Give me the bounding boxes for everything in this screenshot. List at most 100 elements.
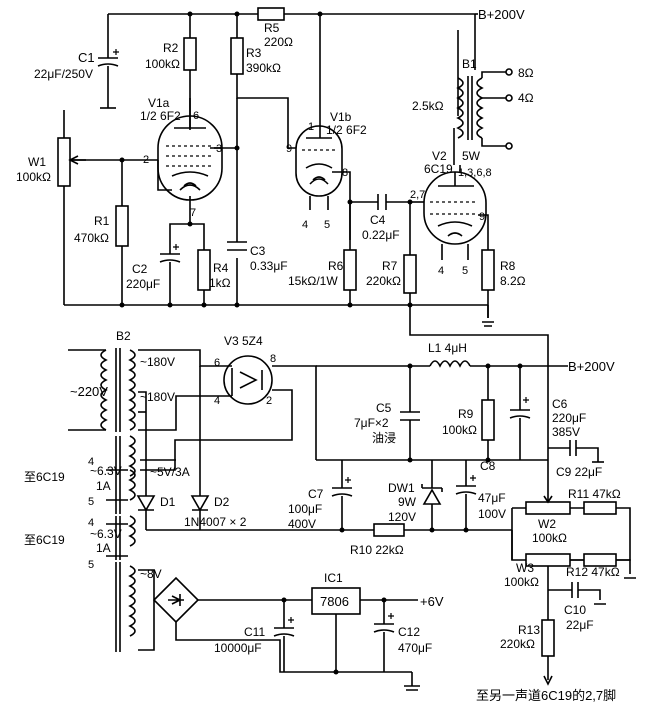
b1-power: 5W bbox=[462, 149, 481, 163]
v1a-pin3: 3 bbox=[216, 143, 222, 155]
b2-h2-volt: ~6.3V bbox=[90, 527, 122, 541]
c8-voltage: 100V bbox=[478, 507, 506, 521]
resistor-r12 bbox=[583, 553, 617, 567]
c12-name: C12 bbox=[398, 625, 420, 639]
c12-value: 470μF bbox=[398, 641, 432, 655]
b2-h1-pin5: 5 bbox=[88, 496, 94, 508]
v3-pin4: 4 bbox=[214, 395, 220, 407]
b2-h2-to: 至6C19 bbox=[24, 533, 65, 547]
c7-voltage: 400V bbox=[288, 517, 316, 531]
c3-name: C3 bbox=[250, 244, 266, 258]
v3-pin6: 6 bbox=[214, 357, 220, 369]
b2-h2-pin4: 4 bbox=[88, 517, 94, 529]
b2-h2-pin5: 5 bbox=[88, 559, 94, 571]
v1a-type: 1/2 6F2 bbox=[140, 109, 181, 123]
c5-value: 7μF×2 bbox=[354, 416, 389, 430]
diode-type: 1N4007 × 2 bbox=[184, 515, 247, 529]
c2-name: C2 bbox=[132, 262, 148, 276]
b2-sec4: ~8V bbox=[140, 567, 162, 581]
r3-value: 390kΩ bbox=[246, 61, 281, 75]
output-transformer-b1 bbox=[456, 68, 513, 150]
c8-name: C8 bbox=[480, 459, 496, 473]
diode-d1 bbox=[136, 490, 156, 530]
plus-6v: +6V bbox=[420, 594, 444, 609]
c4-name: C4 bbox=[370, 213, 386, 227]
r6-value: 15kΩ/1W bbox=[288, 274, 338, 288]
b2-h1-pin4: 4 bbox=[88, 456, 94, 468]
r7-value: 220kΩ bbox=[366, 274, 401, 288]
w1-value: 100kΩ bbox=[16, 170, 51, 184]
out-4ohm: 4Ω bbox=[518, 91, 534, 105]
v2-pin1368: 1,3,6,8 bbox=[458, 167, 492, 179]
v1a-pin2: 2 bbox=[143, 154, 149, 166]
r13-value: 220kΩ bbox=[500, 637, 535, 651]
c11-name: C11 bbox=[244, 625, 265, 639]
tube-v2 bbox=[423, 171, 487, 260]
dot-c5-top bbox=[407, 363, 413, 369]
dot-ic1-gnd bbox=[333, 669, 339, 675]
r13-arrow bbox=[543, 675, 553, 686]
resistor-r6 bbox=[343, 249, 357, 291]
b1-primary: 2.5kΩ bbox=[412, 99, 444, 113]
zener-dw1 bbox=[421, 460, 443, 530]
c11-value: 10000μF bbox=[214, 641, 262, 655]
v2-pin9: 9 bbox=[479, 211, 485, 223]
v1a-pin6: 6 bbox=[193, 110, 199, 122]
dot-c11 bbox=[281, 597, 287, 603]
v3-pin2: 2 bbox=[266, 395, 272, 407]
c6-value: 220μF bbox=[552, 411, 586, 425]
v2-pin27: 2,7 bbox=[410, 189, 425, 201]
v2-pin5: 5 bbox=[462, 265, 468, 277]
capacitor-c5 bbox=[400, 366, 420, 460]
capacitor-c4 bbox=[377, 194, 387, 210]
b2-h1-volt: ~6.3V bbox=[90, 464, 122, 478]
r8-value: 8.2Ω bbox=[500, 274, 526, 288]
v1a-pin7: 7 bbox=[190, 207, 196, 219]
rectifier-tube-v3 bbox=[223, 355, 273, 405]
v1b-pin5: 5 bbox=[324, 219, 330, 231]
b2-h1-amp: 1A bbox=[96, 479, 111, 493]
v1b-type: 1/2 6F2 bbox=[326, 123, 367, 137]
mains-label: ~220V bbox=[70, 384, 108, 399]
r8-name: R8 bbox=[500, 259, 516, 273]
potentiometer-w2 bbox=[525, 501, 571, 515]
r11-label: R11 47kΩ bbox=[568, 487, 621, 501]
resistor-r2 bbox=[183, 37, 197, 71]
c3-value: 0.33μF bbox=[250, 259, 288, 273]
d1-label: D1 bbox=[160, 495, 176, 509]
r4-name: R4 bbox=[213, 261, 229, 275]
b2-sec3: ~5V/3A bbox=[150, 465, 190, 479]
v1a-name: V1a bbox=[148, 96, 170, 110]
b-plus-top: B+200V bbox=[478, 7, 525, 22]
resistor-r10 bbox=[373, 523, 405, 537]
resistor-r9 bbox=[481, 399, 495, 441]
v2-pin4: 4 bbox=[438, 265, 444, 277]
bias-network-wiring bbox=[511, 507, 631, 561]
r6-name: R6 bbox=[328, 259, 344, 273]
capacitor-c3 bbox=[227, 241, 247, 251]
resistor-r5 bbox=[257, 7, 285, 21]
capacitor-c10 bbox=[548, 582, 606, 605]
diode-d2 bbox=[190, 490, 210, 530]
w3-name: W3 bbox=[516, 561, 534, 575]
v3-label: V3 5Z4 bbox=[224, 334, 263, 348]
dot-dw1 bbox=[429, 527, 435, 533]
ic1-part: 7806 bbox=[320, 594, 349, 609]
b2-sec1: ~180V bbox=[140, 355, 175, 369]
amplifier-wiring bbox=[63, 13, 549, 505]
v2-type: 6C19 bbox=[424, 162, 453, 176]
capacitor-c11 bbox=[273, 600, 295, 672]
c5-name: C5 bbox=[376, 401, 392, 415]
c6-voltage: 385V bbox=[552, 425, 580, 439]
resistor-r7 bbox=[403, 254, 417, 294]
regulator-ic1 bbox=[311, 587, 361, 615]
b2-h1-to: 至6C19 bbox=[24, 470, 65, 484]
c7-value: 100μF bbox=[288, 502, 322, 516]
dot-c6-top bbox=[517, 363, 523, 369]
dot-c5 bbox=[407, 457, 413, 463]
w3-value: 100kΩ bbox=[504, 575, 539, 589]
dw1-power: 9W bbox=[398, 495, 417, 509]
capacitor-c7 bbox=[331, 460, 353, 530]
power-transformer-b2 bbox=[68, 348, 136, 652]
